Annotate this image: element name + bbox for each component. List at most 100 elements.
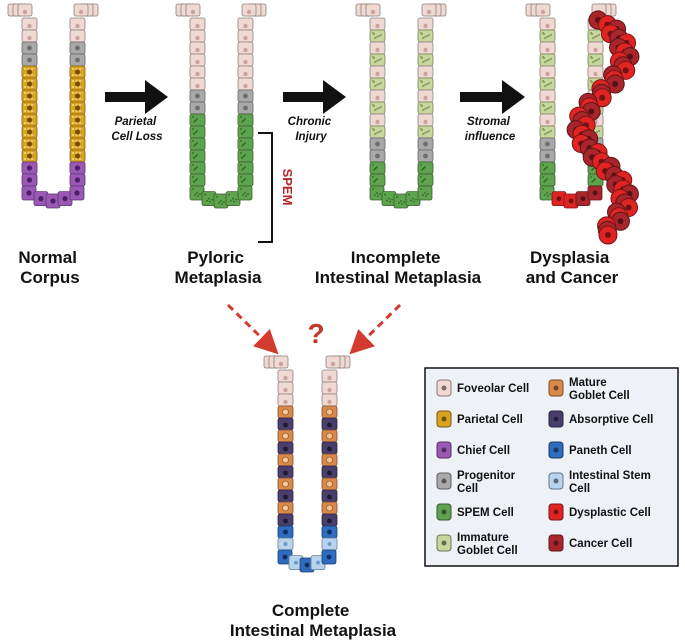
arrow-stromal-influence bbox=[460, 80, 525, 114]
spem-cell bbox=[189, 173, 206, 187]
arrow-parietal-loss bbox=[105, 80, 168, 114]
immature_goblet-cell bbox=[539, 77, 556, 91]
legend-item: Cancer Cell bbox=[548, 534, 632, 552]
legend-label-line: Cancer Cell bbox=[569, 538, 632, 550]
gland-normal-corpus bbox=[7, 3, 99, 209]
legend-item: Dysplastic Cell bbox=[548, 503, 651, 521]
spem-cell bbox=[369, 173, 386, 187]
cancer-cell-icon bbox=[548, 534, 564, 552]
incomplete-line2: Intestinal Metaplasia bbox=[315, 268, 482, 287]
legend-box bbox=[424, 367, 679, 567]
spem-cell bbox=[369, 161, 386, 175]
spem-label: SPEM bbox=[280, 169, 295, 206]
legend-label-line: Immature bbox=[457, 532, 509, 544]
immature_goblet-cell bbox=[369, 101, 386, 115]
legend-item: SPEM Cell bbox=[436, 503, 514, 521]
spem-cell bbox=[417, 161, 434, 175]
spem-cell bbox=[189, 149, 206, 163]
label-stromal-influence: Stromal influence bbox=[465, 116, 516, 143]
absorptive-cell-icon bbox=[548, 410, 564, 428]
spem-cell bbox=[189, 113, 206, 127]
immature_goblet-cell bbox=[587, 29, 604, 43]
legend-item: Foveolar Cell bbox=[436, 379, 529, 397]
legend-label-line: Goblet Cell bbox=[569, 390, 630, 402]
dysplastic-cell-icon bbox=[548, 503, 564, 521]
legend-label-line: Cell bbox=[457, 483, 478, 495]
legend-label: Parietal Cell bbox=[457, 414, 523, 426]
spem-cell bbox=[417, 173, 434, 187]
legend-label-line: Mature bbox=[569, 377, 607, 389]
dashed-arrow-right bbox=[349, 303, 402, 355]
stage-incomplete-im: Incomplete Intestinal Metaplasia bbox=[315, 248, 482, 287]
gland-complete-im bbox=[263, 355, 351, 573]
legend-item: Parietal Cell bbox=[436, 410, 523, 428]
immature_goblet-cell bbox=[417, 77, 434, 91]
spem-cell bbox=[189, 125, 206, 139]
spem-cell bbox=[539, 173, 556, 187]
parietal-cell-icon bbox=[436, 410, 452, 428]
spem-cell bbox=[189, 161, 206, 175]
arrow-chronic-injury bbox=[283, 80, 346, 114]
stage-pyloric-metaplasia: Pyloric Metaplasia bbox=[175, 248, 262, 287]
question-mark: ? bbox=[307, 318, 324, 349]
chronic-injury-line2: Injury bbox=[295, 131, 327, 143]
glands-layer bbox=[7, 3, 640, 573]
immature_goblet-cell bbox=[417, 29, 434, 43]
spem-cell bbox=[237, 137, 254, 151]
immature_goblet-cell bbox=[417, 53, 434, 67]
legend-label-line: Foveolar Cell bbox=[457, 383, 529, 395]
legend-label: Cancer Cell bbox=[569, 538, 632, 550]
spem-cell bbox=[189, 137, 206, 151]
legend-label-line: SPEM Cell bbox=[457, 507, 514, 519]
legend-label: Dysplastic Cell bbox=[569, 507, 651, 519]
normal-line1: Normal bbox=[18, 248, 77, 267]
spem-cell bbox=[237, 149, 254, 163]
immature_goblet-cell bbox=[369, 125, 386, 139]
immature_goblet-cell bbox=[417, 101, 434, 115]
stromal-line1: Stromal bbox=[467, 116, 511, 128]
intestinal-stem-cell-icon bbox=[548, 472, 564, 490]
immature_goblet-cell bbox=[539, 125, 556, 139]
legend-label-line: Goblet Cell bbox=[457, 545, 518, 557]
gland-pyloric-metaplasia bbox=[175, 3, 267, 209]
legend-label-line: Paneth Cell bbox=[569, 445, 632, 457]
immature_goblet-cell bbox=[369, 53, 386, 67]
immature_goblet-cell bbox=[539, 53, 556, 67]
spem-cell bbox=[237, 125, 254, 139]
stage-dysplasia-cancer: Dysplasia and Cancer bbox=[526, 248, 619, 287]
stage-normal-corpus: Normal Corpus bbox=[18, 248, 81, 287]
legend-label-line: Dysplastic Cell bbox=[569, 507, 651, 519]
foveolar-cell-icon bbox=[436, 379, 452, 397]
spem-cell bbox=[237, 161, 254, 175]
immature_goblet-cell bbox=[417, 125, 434, 139]
chronic-injury-line1: Chronic bbox=[288, 116, 332, 128]
complete-line2: Intestinal Metaplasia bbox=[230, 621, 397, 640]
normal-line2: Corpus bbox=[20, 268, 80, 287]
stage-complete-im: Complete Intestinal Metaplasia bbox=[230, 601, 397, 640]
label-parietal-loss: Parietal Cell Loss bbox=[111, 116, 162, 143]
legend-label-line: Parietal Cell bbox=[457, 414, 523, 426]
pyloric-line1: Pyloric bbox=[187, 248, 244, 267]
legend-label-line: Intestinal Stem bbox=[569, 470, 651, 482]
dashed-arrow-left bbox=[226, 303, 279, 355]
legend-label-line: Chief Cell bbox=[457, 445, 510, 457]
progenitor-cell-icon bbox=[436, 472, 452, 490]
gland-incomplete-im bbox=[355, 3, 447, 209]
immature_goblet-cell bbox=[369, 77, 386, 91]
cancer-mass bbox=[566, 10, 640, 245]
legend-label: Chief Cell bbox=[457, 445, 510, 457]
immature_goblet-cell bbox=[539, 29, 556, 43]
legend-label: Paneth Cell bbox=[569, 445, 632, 457]
legend-label-line: Progenitor bbox=[457, 470, 516, 482]
paneth-cell-icon bbox=[548, 441, 564, 459]
legend-item: Absorptive Cell bbox=[548, 410, 653, 428]
dysplasia-line1: Dysplasia bbox=[530, 248, 610, 267]
